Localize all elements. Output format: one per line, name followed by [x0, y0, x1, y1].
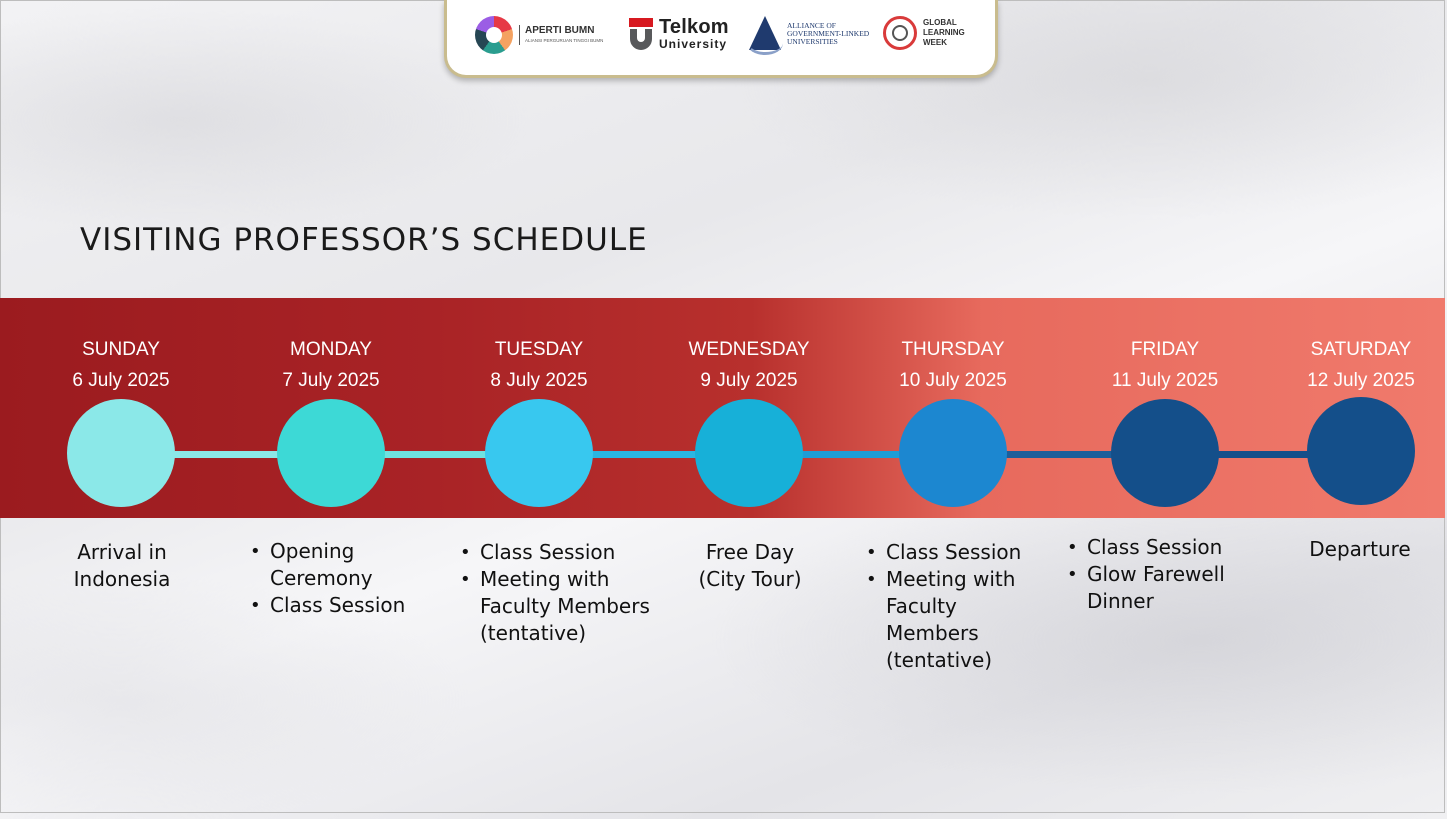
- telkom-university-logo: Telkom University: [629, 17, 729, 51]
- timeline-connector: [993, 451, 1125, 458]
- day-name: WEDNESDAY: [688, 339, 810, 360]
- activity-list: Class SessionMeeting with Faculty Member…: [864, 539, 1044, 674]
- aperti-emblem-icon: [475, 16, 513, 54]
- activity-thursday: Class SessionMeeting with Faculty Member…: [864, 539, 1044, 674]
- activity-line: Arrival in: [77, 540, 167, 564]
- activity-item: Class Session: [458, 539, 668, 566]
- activity-item: Class Session: [864, 539, 1044, 566]
- timeline-connector: [1205, 451, 1321, 458]
- day-header-sunday: SUNDAY 6 July 2025: [21, 334, 221, 396]
- aglu-line-3: UNIVERSITIES: [787, 37, 838, 46]
- aperti-subtitle: ALIANSI PERGURUAN TINGGI BUMN: [525, 38, 604, 43]
- aglu-line-2: GOVERNMENT-LINKED: [787, 29, 870, 38]
- activity-line: Free Day: [705, 540, 795, 564]
- day-name: SUNDAY: [82, 339, 160, 360]
- activity-item: Class Session: [1065, 534, 1255, 561]
- partner-logo-banner: APERTI BUMN ALIANSI PERGURUAN TINGGI BUM…: [444, 0, 998, 78]
- day-name: THURSDAY: [901, 339, 1005, 360]
- timeline-connector: [789, 451, 913, 458]
- activity-item: Class Session: [248, 592, 428, 619]
- timeline-node-monday: [277, 399, 385, 507]
- activity-saturday: Departure: [1300, 536, 1420, 563]
- timeline-node-tuesday: [485, 399, 593, 507]
- activity-item: Meeting with Faculty Members (tentative): [458, 566, 668, 647]
- activity-sunday: Arrival in Indonesia: [72, 539, 172, 593]
- glw-line-3: WEEK: [923, 38, 947, 47]
- timeline-connector: [371, 451, 499, 458]
- timeline-connector: [161, 451, 291, 458]
- day-date: 12 July 2025: [1307, 370, 1415, 391]
- activity-line: (City Tour): [698, 567, 802, 591]
- aperti-name: APERTI BUMN: [525, 25, 595, 36]
- day-name: MONDAY: [290, 339, 372, 360]
- timeline-node-saturday: [1307, 397, 1415, 505]
- telkom-emblem-icon: [629, 18, 653, 50]
- day-date: 10 July 2025: [899, 370, 1007, 391]
- aglu-logo: ALLIANCE OF GOVERNMENT-LINKED UNIVERSITI…: [747, 14, 870, 55]
- timeline-node-thursday: [899, 399, 1007, 507]
- day-date: 7 July 2025: [282, 370, 380, 391]
- telkom-name: Telkom: [659, 16, 729, 38]
- timeline-node-friday: [1111, 399, 1219, 507]
- day-date: 9 July 2025: [700, 370, 798, 391]
- activity-list: Opening CeremonyClass Session: [248, 538, 428, 619]
- day-name: TUESDAY: [494, 339, 584, 360]
- day-header-friday: FRIDAY 11 July 2025: [1065, 334, 1265, 396]
- global-learning-week-logo: GLOBAL LEARNING WEEK: [883, 16, 965, 50]
- activity-list: Class SessionGlow Farewell Dinner: [1065, 534, 1255, 615]
- activity-line: Departure: [1309, 537, 1411, 561]
- page-title: VISITING PROFESSOR’S SCHEDULE: [80, 222, 648, 258]
- day-date: 11 July 2025: [1111, 370, 1219, 391]
- day-name: SATURDAY: [1310, 339, 1412, 360]
- activity-friday: Class SessionGlow Farewell Dinner: [1065, 534, 1255, 615]
- timeline-node-sunday: [67, 399, 175, 507]
- day-date: 6 July 2025: [72, 370, 170, 391]
- timeline-connector: [579, 451, 709, 458]
- aglu-line-1: ALLIANCE OF: [787, 21, 836, 30]
- activity-line: Indonesia: [73, 567, 171, 591]
- activity-item: Glow Farewell Dinner: [1065, 561, 1255, 615]
- day-date: 8 July 2025: [490, 370, 588, 391]
- glw-line-2: LEARNING: [923, 28, 965, 37]
- activity-monday: Opening CeremonyClass Session: [248, 538, 428, 619]
- activity-list: Class SessionMeeting with Faculty Member…: [458, 539, 668, 647]
- activity-tuesday: Class SessionMeeting with Faculty Member…: [458, 539, 668, 647]
- day-header-thursday: THURSDAY 10 July 2025: [853, 334, 1053, 396]
- timeline-node-wednesday: [695, 399, 803, 507]
- activity-item: Opening Ceremony: [248, 538, 428, 592]
- day-header-monday: MONDAY 7 July 2025: [231, 334, 431, 396]
- day-name: FRIDAY: [1130, 339, 1200, 360]
- day-header-tuesday: TUESDAY 8 July 2025: [439, 334, 639, 396]
- day-header-wednesday: WEDNESDAY 9 July 2025: [649, 334, 849, 396]
- glw-emblem-icon: [883, 16, 917, 50]
- day-header-saturday: SATURDAY 12 July 2025: [1261, 334, 1447, 396]
- aperti-bumn-logo: APERTI BUMN ALIANSI PERGURUAN TINGGI BUM…: [475, 16, 603, 54]
- telkom-subtitle: University: [659, 37, 728, 51]
- activity-item: Meeting with Faculty Members (tentative): [864, 566, 1044, 674]
- activity-wednesday: Free Day (City Tour): [680, 539, 820, 593]
- aglu-emblem-icon: [747, 14, 783, 55]
- glw-line-1: GLOBAL: [923, 18, 957, 27]
